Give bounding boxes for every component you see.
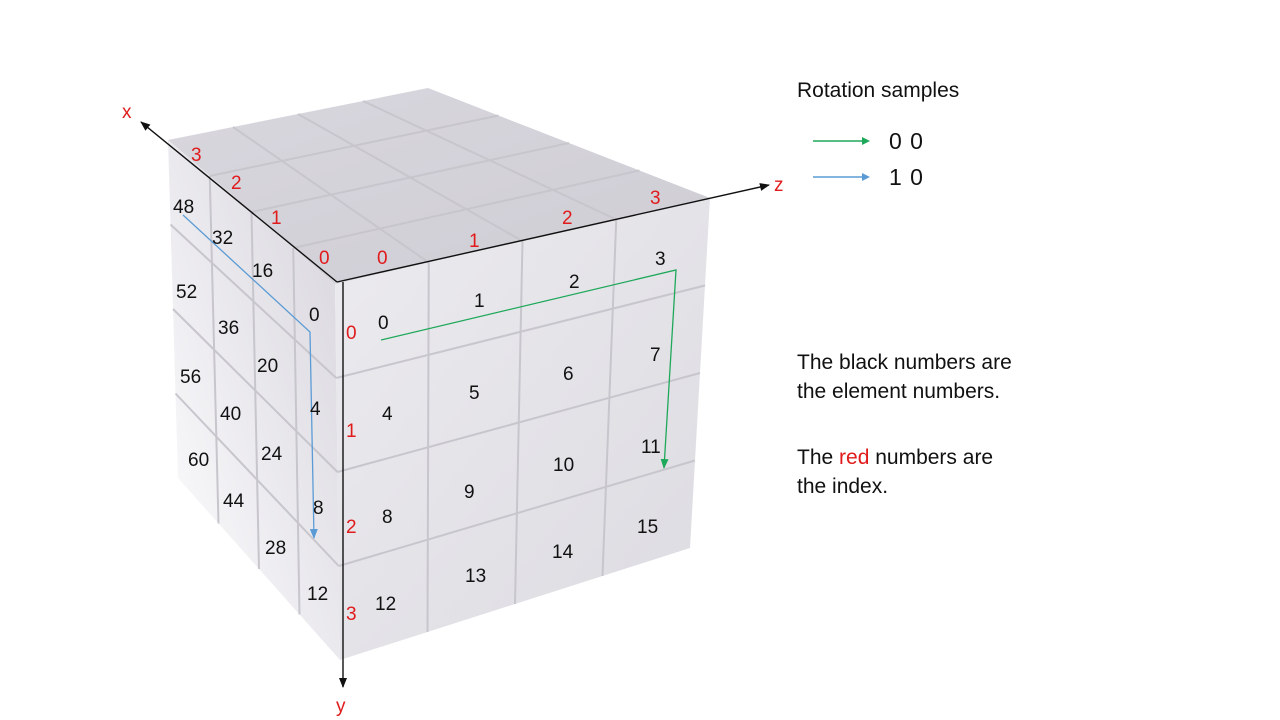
side-element: 4 <box>310 399 321 420</box>
side-element: 44 <box>223 491 245 512</box>
z-axis-arrow <box>336 183 770 283</box>
front-element: 14 <box>552 542 574 563</box>
blue-rotation-arrow <box>182 214 318 539</box>
z-axis-label: z <box>774 175 784 196</box>
legend-item-blue: 1 0 <box>812 162 924 192</box>
y-axis-label: y <box>336 696 346 717</box>
top-index-z: 2 <box>562 208 573 229</box>
front-face-grid-line <box>601 219 618 577</box>
front-element: 4 <box>382 404 393 425</box>
top-index-x: 0 <box>319 248 330 269</box>
green-arrow-icon <box>813 137 870 145</box>
front-element: 7 <box>650 345 661 366</box>
front-element: 15 <box>637 517 658 538</box>
front-element: 1 <box>474 291 485 312</box>
row-index: 0 <box>346 323 357 344</box>
x-axis-label: x <box>122 102 132 123</box>
side-element: 32 <box>212 228 233 249</box>
front-element: 12 <box>375 594 396 615</box>
front-element: 0 <box>378 313 389 334</box>
green-rotation-arrow <box>380 269 677 469</box>
front-element: 3 <box>655 249 666 270</box>
front-element: 9 <box>464 482 475 503</box>
top-face-grid-line <box>362 100 617 221</box>
row-index: 1 <box>346 421 357 442</box>
front-element: 2 <box>569 272 580 293</box>
front-element: 11 <box>641 437 661 458</box>
top-index-z: 0 <box>377 248 388 269</box>
side-element: 20 <box>257 356 278 377</box>
x-axis-arrow <box>140 121 338 283</box>
note-line: The red numbers are <box>797 443 993 472</box>
front-element: 8 <box>382 507 393 528</box>
front-face-grid-line <box>338 459 696 567</box>
cube-top-face <box>168 88 710 284</box>
side-element: 40 <box>220 404 241 425</box>
side-element: 12 <box>307 584 328 605</box>
legend-value: 1 0 <box>889 163 924 190</box>
top-index-z: 3 <box>650 188 661 209</box>
side-element: 36 <box>218 318 239 339</box>
note-text: numbers are <box>869 446 994 469</box>
side-element: 0 <box>309 305 320 326</box>
top-index-x: 2 <box>231 173 242 194</box>
cube-side-face <box>168 140 340 660</box>
front-element: 5 <box>469 383 480 404</box>
top-index-z: 1 <box>469 231 480 252</box>
side-element: 48 <box>173 197 194 218</box>
note-line: The black numbers are <box>797 351 1012 374</box>
top-index-x: 3 <box>191 145 202 166</box>
front-face-grid-line <box>337 372 701 473</box>
front-element: 10 <box>553 455 574 476</box>
side-element: 24 <box>261 444 283 465</box>
legend-item-green: 0 0 <box>812 126 924 156</box>
side-element: 56 <box>180 367 201 388</box>
note-red-word: red <box>839 446 870 469</box>
side-element: 60 <box>188 450 209 471</box>
top-index-x: 1 <box>271 208 282 229</box>
side-element: 16 <box>252 261 273 282</box>
legend-value: 0 0 <box>889 127 924 154</box>
front-element: 6 <box>563 364 574 385</box>
side-element: 28 <box>265 538 286 559</box>
side-element: 8 <box>313 498 324 519</box>
top-face-grid-line <box>251 142 570 213</box>
note-black-numbers: The black numbers are the element number… <box>797 348 1012 406</box>
note-line: the index. <box>797 475 889 498</box>
blue-arrow-icon <box>813 173 870 181</box>
note-line: the element numbers. <box>797 380 1001 403</box>
legend-title: Rotation samples <box>797 79 960 102</box>
side-face-grid-line <box>172 308 339 473</box>
top-face-grid-line <box>293 169 640 249</box>
side-element: 52 <box>176 282 197 303</box>
row-index: 2 <box>346 517 357 538</box>
row-index: 3 <box>346 604 357 625</box>
note-red-numbers: The red numbers are the index. <box>797 443 993 501</box>
side-face-grid-line <box>292 247 301 615</box>
front-element: 13 <box>465 566 486 587</box>
note-text: The <box>797 446 840 469</box>
